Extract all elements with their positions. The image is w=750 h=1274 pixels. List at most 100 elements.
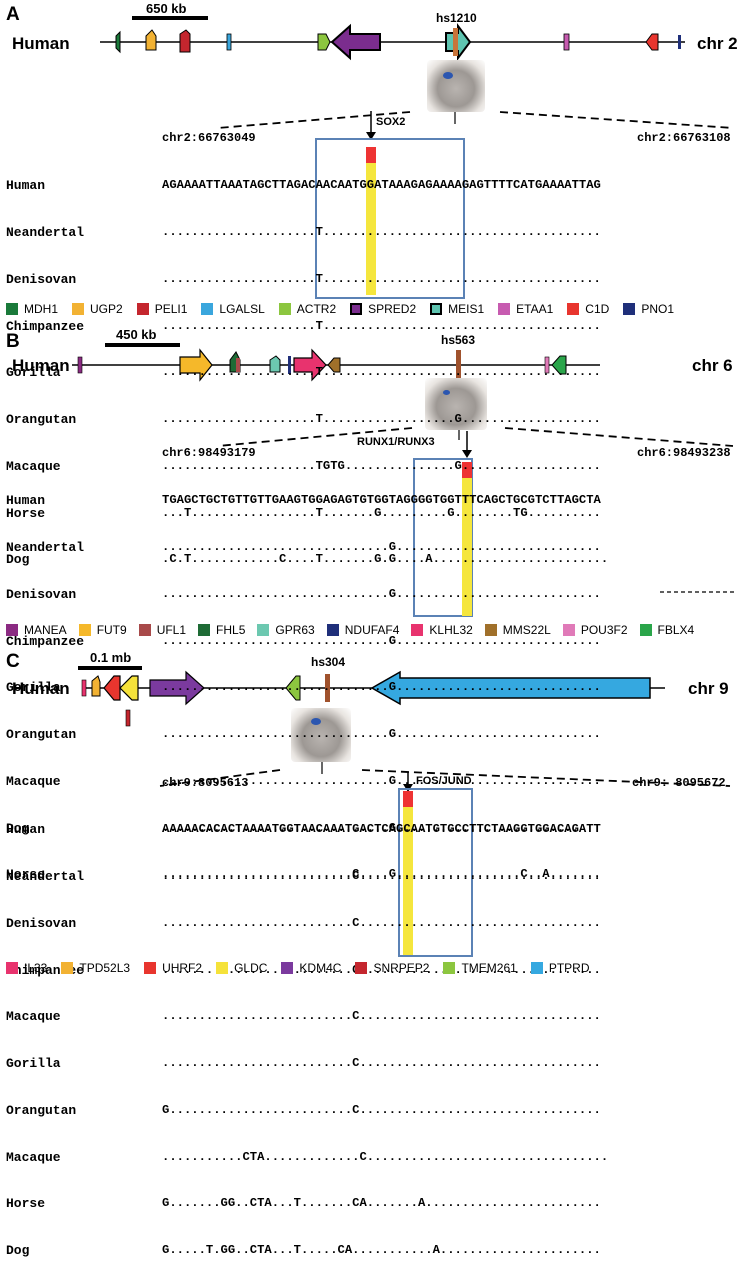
panel-b-zoom-lines — [217, 425, 734, 458]
legend-swatch — [430, 303, 443, 315]
sequence-row: ...............................G........… — [162, 773, 601, 788]
legend-item: NDUFAF4 — [326, 623, 400, 637]
legend-label: KLHL32 — [429, 623, 473, 637]
panel-c-legend: IL33 TPD52L3 UHRF2 GLDC KDM4C SNRPEP2 TM… — [6, 961, 604, 975]
panel-a-coord-right: chr2:66763108 — [637, 131, 731, 145]
legend-label: UHRF2 — [162, 961, 203, 975]
figure-graphics — [72, 16, 734, 957]
panel-b-scale-label: 450 kb — [116, 327, 157, 342]
panel-b-species-list: Human Neandertal Denisovan Chimpanzee Go… — [6, 462, 84, 899]
legend-swatch — [6, 624, 18, 636]
sequence-row: ...............................G........… — [162, 586, 601, 601]
species-label: Chimpanzee — [6, 633, 85, 649]
legend-swatch — [355, 962, 368, 974]
sequence-row: ..........................C.............… — [162, 868, 601, 883]
legend-swatch — [144, 962, 157, 974]
legend-swatch — [61, 962, 74, 974]
panel-c-tf-label: FOS/JUND — [416, 775, 472, 787]
legend-label: GPR63 — [275, 623, 315, 637]
species-label: Denisovan — [6, 271, 77, 287]
legend-item: KDM4C — [281, 961, 341, 975]
legend-swatch — [6, 303, 18, 315]
panel-c-human-label: Human — [12, 679, 70, 698]
legend-swatch — [72, 303, 85, 315]
legend-swatch — [484, 624, 497, 636]
legend-label: LGALSL — [219, 302, 265, 316]
panel-b-element-label: hs563 — [441, 333, 476, 347]
panel-c-coord-right: chr9: 8095672 — [632, 776, 726, 790]
sequence-row: .....................T..................… — [162, 412, 601, 427]
panel-c-highlight-box — [398, 788, 473, 957]
legend-item: UFL1 — [138, 623, 187, 637]
sequence-row: ...T.................T.......G.........G… — [162, 505, 601, 520]
panel-a-variant-human — [366, 147, 376, 163]
panel-b-alignment: TGAGCTGCTGTTGTTGAAGTGGAGAGTGTGGTAGGGGTGG… — [162, 462, 601, 899]
species-label: Dog — [6, 552, 30, 568]
legend-swatch — [530, 962, 543, 974]
panel-a-element-label: hs1210 — [436, 11, 477, 25]
legend-label: ETAA1 — [516, 302, 554, 316]
panel-c-scale-label: 0.1 mb — [90, 650, 132, 665]
panel-c-species-list: Human Neandertal Denisovan Chimpanzee Ma… — [6, 791, 84, 1274]
panel-b-human-label: Human — [12, 356, 70, 375]
panel-b-legend: MANEA FUT9 UFL1 FHL5 GPR63 NDUFAF4 KLHL3… — [6, 623, 694, 637]
legend-swatch — [567, 303, 580, 315]
legend-swatch — [623, 303, 636, 315]
species-label: Neandertal — [6, 539, 85, 555]
sequence-row: .....................T..................… — [162, 224, 601, 239]
legend-item: PTPRD — [530, 961, 590, 975]
panel-a-variant-column — [366, 163, 376, 295]
panel-a-letter: A — [6, 4, 20, 25]
sequence-row: ...........CTA.............C............… — [162, 1149, 609, 1164]
species-label: Dog — [6, 820, 30, 836]
legend-swatch — [350, 303, 363, 315]
sequence-row: ...............................G........… — [162, 633, 601, 648]
legend-item: GLDC — [216, 961, 267, 975]
legend-label: UFL1 — [156, 623, 187, 637]
legend-label: PTPRD — [548, 961, 590, 975]
panel-b-variant-column — [462, 478, 472, 616]
legend-item: FUT9 — [78, 623, 127, 637]
sequence-row: G.......GG..CTA...T.......CA.......A....… — [162, 1196, 601, 1211]
sequence-row: ...............................G........… — [162, 539, 601, 554]
legend-swatch — [443, 962, 456, 974]
species-label: Macaque — [6, 1149, 61, 1165]
legend-label: NDUFAF4 — [344, 623, 400, 637]
panel-b-chr-label: chr 6 — [692, 356, 733, 375]
species-label: Gorilla — [6, 365, 61, 381]
legend-label: KDM4C — [299, 961, 342, 975]
sequence-row: TGAGCTGCTGTTGTTGAAGTGGAGAGTGTGGTAGGGGTGG… — [162, 493, 601, 508]
legend-swatch — [136, 303, 149, 315]
legend-item: SNRPEP2 — [355, 961, 429, 975]
species-label: Gorilla — [6, 680, 61, 696]
species-label: Human — [6, 178, 46, 194]
species-label: Denisovan — [6, 586, 77, 602]
panel-a-gene-track — [100, 16, 685, 61]
legend-item: GPR63 — [257, 623, 315, 637]
panel-b-letter: B — [6, 331, 20, 352]
legend-item: UHRF2 — [144, 961, 202, 975]
sequence-row: ..........................C.............… — [162, 915, 601, 930]
panel-b-coord-left: chr6:98493179 — [162, 446, 256, 460]
legend-label: FUT9 — [96, 623, 127, 637]
panel-b-tf-label: RUNX1/RUNX3 — [357, 436, 435, 448]
sequence-row: ..........................C.............… — [162, 1009, 601, 1024]
legend-label: PELI1 — [154, 302, 188, 316]
sequence-row: ..........................C.............… — [162, 1056, 601, 1071]
panel-b-highlight-box — [413, 458, 473, 617]
legend-item: MEIS1 — [430, 302, 484, 316]
panel-c-element-label: hs304 — [311, 655, 346, 669]
panel-c-alignment: AAAAACACACTAAAATGGTAACAAATGACTCAGCAATGTG… — [162, 791, 608, 1274]
legend-label: C1D — [585, 302, 610, 316]
legend-label: FHL5 — [216, 623, 246, 637]
legend-swatch — [639, 624, 652, 636]
panel-c-coord-left: chr9:8095613 — [162, 776, 249, 790]
panel-c-chr-label: chr 9 — [688, 679, 729, 698]
legend-swatch — [138, 624, 151, 636]
sequence-row: AAAAACACACTAAAATGGTAACAAATGACTCAGCAATGTG… — [162, 822, 601, 837]
legend-swatch — [257, 624, 270, 636]
panel-a-coord-left: chr2:66763049 — [162, 131, 256, 145]
sequence-row: .....................T..................… — [162, 318, 601, 333]
sequence-row: ..........................C....G........… — [162, 867, 601, 882]
panel-c-gene-track — [78, 666, 665, 727]
